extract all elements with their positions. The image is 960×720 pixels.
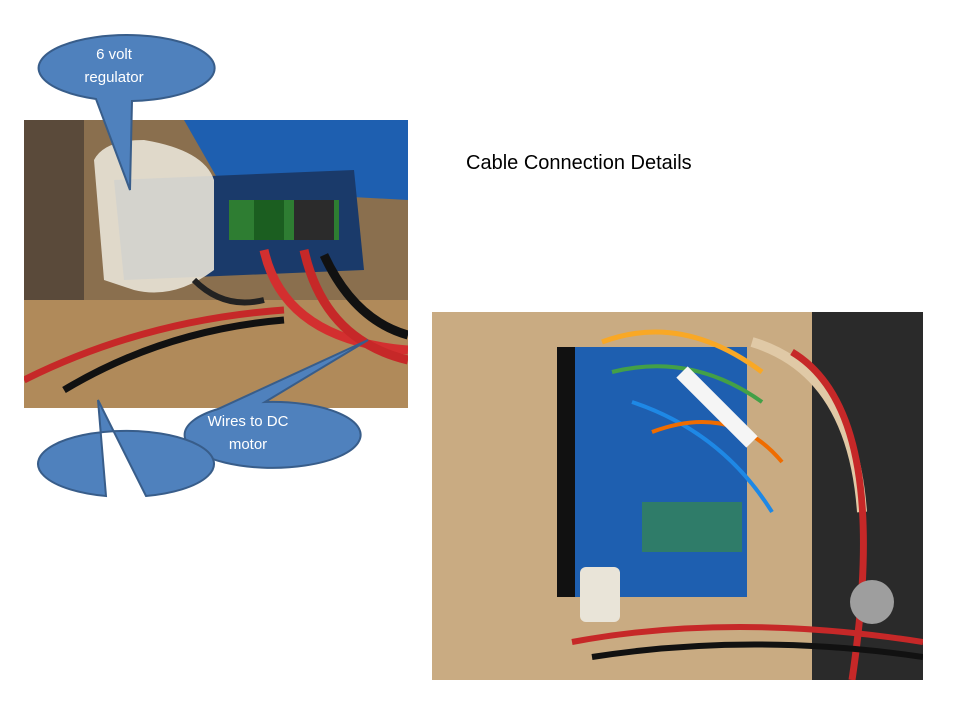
callout-regulator-line2: regulator bbox=[84, 69, 144, 86]
callout-power: 12 Volt Power bbox=[57, 508, 197, 554]
callout-power-line1: 12 Volt bbox=[104, 511, 150, 528]
callout-wires-line1: Wires to DC bbox=[207, 413, 289, 430]
callout-wires-line2: motor bbox=[228, 436, 268, 453]
callout-power-line2: Power bbox=[105, 534, 149, 551]
callout-regulator-line1: 6 volt bbox=[96, 46, 132, 63]
slide-title: Cable Connection Details bbox=[466, 152, 692, 174]
callout-regulator: 6 volt regulator bbox=[44, 43, 184, 89]
callout-wires: Wires to DC motor bbox=[178, 410, 318, 456]
photo-regulator-board bbox=[24, 120, 408, 408]
photo-board-overview bbox=[432, 312, 923, 680]
